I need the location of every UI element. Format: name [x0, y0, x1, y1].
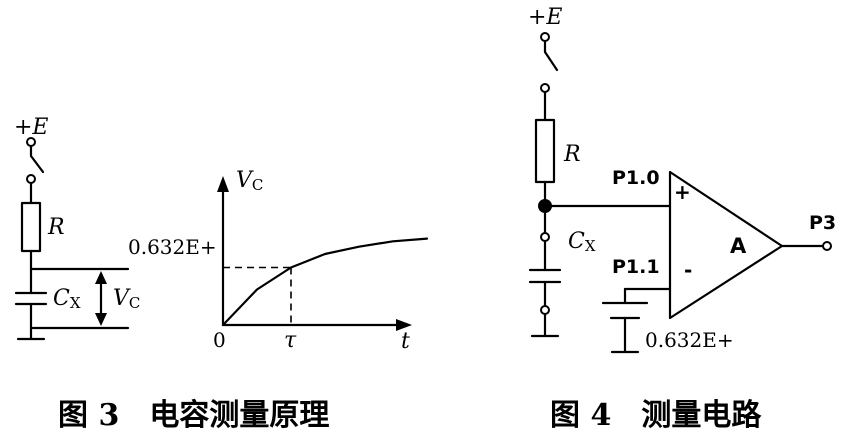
fig3-switch-bottom-terminal: [26, 174, 36, 184]
fig3-circuit: +E R CX VC: [14, 115, 140, 341]
fig4-output-terminal: [822, 241, 832, 251]
fig3-caption: 图 3 电容测量原理: [58, 398, 329, 433]
fig3-resistor: [20, 201, 42, 253]
fig3-switch-blade: [29, 154, 45, 174]
graph-y-axis-arrow: [217, 176, 229, 192]
output-p3-label: P3: [809, 212, 836, 234]
fig4-switch-blade: [543, 50, 559, 72]
graph-tau-label: τ: [284, 328, 297, 353]
graph-x-axis-label: t: [401, 329, 410, 354]
fig4-switch-top-terminal: [540, 32, 550, 42]
comparator-plus-sign: +: [674, 180, 691, 204]
fig3-cap-label: CX: [53, 286, 81, 312]
comparator-label: A: [730, 234, 747, 258]
graph-level-label: 0.632E+: [128, 235, 217, 259]
comparator-minus-sign: -: [684, 258, 692, 282]
graph-x-axis-arrow: [396, 319, 412, 331]
graph-origin-label: 0: [213, 328, 226, 352]
fig4-resistor: [534, 118, 556, 184]
fig3-voltage-label: VC: [113, 286, 140, 312]
fig4-cap-label: CX: [568, 229, 596, 255]
pin-p10-label: P1.0: [612, 167, 660, 189]
comparator-triangle: [668, 170, 784, 320]
graph-charging-curve: [221, 237, 429, 327]
fig4-caption: 图 4 测量电路: [550, 398, 762, 433]
fig4-supply-label: +E: [528, 5, 563, 30]
fig3-voltage-arrow-up: [95, 271, 107, 284]
fig3-switch-top-terminal: [26, 137, 36, 147]
fig3-supply-label: +E: [14, 115, 49, 140]
fig3-voltage-arrow-down: [95, 313, 107, 326]
fig4-cap-top-terminal: [540, 232, 550, 242]
reference-voltage-label: 0.632E+: [645, 328, 734, 352]
fig4-circuit: +E R CX + - A P1.0 P1.1 P3 0.63: [528, 5, 836, 354]
graph-y-axis-label: VC: [236, 168, 263, 194]
fig4-resistor-label: R: [563, 142, 581, 167]
fig4-switch-bottom-terminal: [540, 83, 550, 93]
fig4-cap-bottom-terminal: [540, 305, 550, 315]
fig3-resistor-label: R: [47, 215, 65, 240]
pin-p11-label: P1.1: [612, 256, 660, 278]
fig3-graph: VC t 0 0.632E+ τ: [128, 168, 429, 354]
